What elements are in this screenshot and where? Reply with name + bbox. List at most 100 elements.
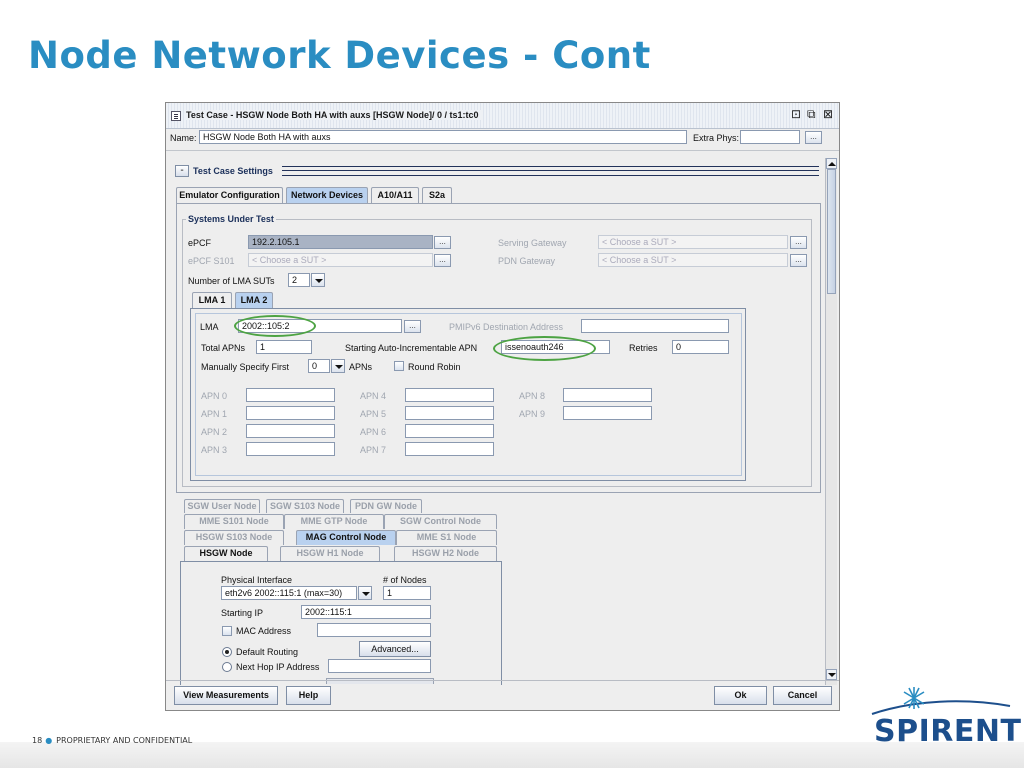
logo-wordmark: SPIRENT [874,714,1022,749]
retries-label: Retries [629,343,658,353]
tab-sgw-control-node[interactable]: SGW Control Node [384,514,497,529]
apn-input[interactable] [563,388,652,402]
extra-phys-browse-button[interactable]: ... [805,131,822,144]
num-nodes-label: # of Nodes [383,575,427,585]
tab-sgw-s103-node[interactable]: SGW S103 Node [266,499,344,513]
round-robin-checkbox[interactable] [394,361,404,371]
next-hop-input[interactable] [328,659,431,673]
apn-label: APN 0 [201,391,228,401]
tab-a10-a11[interactable]: A10/A11 [371,187,419,203]
lma-inner-panel [195,313,742,476]
mac-address-input[interactable] [317,623,431,637]
epcf-s101-browse-button[interactable]: ... [434,254,451,267]
dropdown-arrow-icon[interactable] [311,273,325,287]
apn-label: APN 1 [201,409,228,419]
section-title-rule-inner [282,170,819,171]
dropdown-arrow-icon[interactable] [331,359,345,373]
window-titlebar[interactable]: Test Case - HSGW Node Both HA with auxs … [166,103,839,129]
help-button[interactable]: Help [286,686,331,705]
apn-input[interactable] [405,406,494,420]
systems-under-test-group [182,219,812,487]
spirent-logo-icon [871,687,1011,715]
advanced-button[interactable]: Advanced... [359,641,431,657]
lma-highlight-circle [234,315,316,337]
tab-mme-s1-node[interactable]: MME S1 Node [396,530,497,545]
serving-gateway-label: Serving Gateway [498,238,567,248]
epcf-s101-label: ePCF S101 [188,256,235,266]
apn-label: APN 9 [519,409,546,419]
epcf-browse-button[interactable]: ... [434,236,451,249]
tab-hsgw-h1-node[interactable]: HSGW H1 Node [280,546,380,561]
tab-mme-s101-node[interactable]: MME S101 Node [184,514,284,529]
manual-first-select[interactable]: 0 [308,359,330,373]
apn-input[interactable] [405,424,494,438]
view-measurements-button[interactable]: View Measurements [174,686,278,705]
apn-label: APN 8 [519,391,546,401]
mac-address-label: MAC Address [236,626,292,636]
scroll-up-icon[interactable] [826,158,837,169]
tab-s2a[interactable]: S2a [422,187,452,203]
physical-interface-select[interactable]: eth2v6 2002::115:1 (max=30) [221,586,357,600]
tab-hsgw-s103-node[interactable]: HSGW S103 Node [184,530,284,545]
tab-pdn-gw-node[interactable]: PDN GW Node [350,499,422,513]
collapse-icon[interactable]: - [175,165,189,177]
apn-input[interactable] [563,406,652,420]
starting-apn-label: Starting Auto-Incrementable APN [345,343,478,353]
footer-band [0,742,1024,768]
apn-label: APN 2 [201,427,228,437]
pmipv6-destination-input[interactable] [581,319,729,333]
scroll-down-icon[interactable] [826,669,837,680]
apn-input[interactable] [246,406,335,420]
num-nodes-input[interactable]: 1 [383,586,431,600]
tab-lma-2[interactable]: LMA 2 [235,292,273,308]
maximize-icon[interactable]: ⧉ [807,107,816,121]
num-lma-suts-select[interactable]: 2 [288,273,310,287]
tab-network-devices[interactable]: Network Devices [286,187,368,203]
ok-button[interactable]: Ok [714,686,767,705]
serving-gateway-browse-button[interactable]: ... [790,236,807,249]
apn-input[interactable] [405,442,494,456]
extra-phys-label: Extra Phys: [693,133,740,143]
pdn-gateway-input[interactable]: < Choose a SUT > [598,253,788,267]
default-routing-label: Default Routing [236,647,299,657]
lma-label: LMA [200,322,219,332]
slide-title: Node Network Devices - Cont [28,34,651,77]
tab-hsgw-h2-node[interactable]: HSGW H2 Node [394,546,497,561]
starting-ip-input[interactable]: 2002::115:1 [301,605,431,619]
mac-address-checkbox[interactable] [222,626,232,636]
manual-first-label: Manually Specify First [201,362,290,372]
pdn-gateway-browse-button[interactable]: ... [790,254,807,267]
extra-phys-input[interactable] [740,130,800,144]
dropdown-arrow-icon[interactable] [358,586,372,600]
name-input[interactable]: HSGW Node Both HA with auxs [199,130,687,144]
default-routing-radio[interactable] [222,647,232,657]
tab-mme-gtp-node[interactable]: MME GTP Node [284,514,384,529]
retries-input[interactable]: 0 [672,340,729,354]
button-bar-divider [166,680,839,681]
apn-input[interactable] [246,424,335,438]
epcf-input[interactable]: 192.2.105.1 [248,235,433,249]
apn-label: APN 7 [360,445,387,455]
node-tab-panel [180,561,502,685]
tab-emulator-configuration[interactable]: Emulator Configuration [176,187,283,203]
total-apns-input[interactable]: 1 [256,340,312,354]
tab-hsgw-node[interactable]: HSGW Node [184,546,268,561]
apn-input[interactable] [246,388,335,402]
serving-gateway-input[interactable]: < Choose a SUT > [598,235,788,249]
tab-lma-1[interactable]: LMA 1 [192,292,232,308]
section-divider [166,150,839,151]
tab-sgw-user-node[interactable]: SGW User Node [184,499,260,513]
section-title: Test Case Settings [193,166,273,176]
lma-browse-button[interactable]: ... [404,320,421,333]
apn-input[interactable] [246,442,335,456]
cancel-button[interactable]: Cancel [773,686,832,705]
next-hop-radio[interactable] [222,662,232,672]
minimize-icon[interactable]: ⊡ [791,107,802,121]
epcf-s101-input[interactable]: < Choose a SUT > [248,253,433,267]
scrollbar-thumb[interactable] [827,169,836,294]
close-icon[interactable]: ⊠ [823,107,834,121]
window-title: Test Case - HSGW Node Both HA with auxs … [186,110,483,120]
bullet-icon: ● [45,736,53,745]
tab-mag-control-node[interactable]: MAG Control Node [296,530,396,545]
apn-input[interactable] [405,388,494,402]
